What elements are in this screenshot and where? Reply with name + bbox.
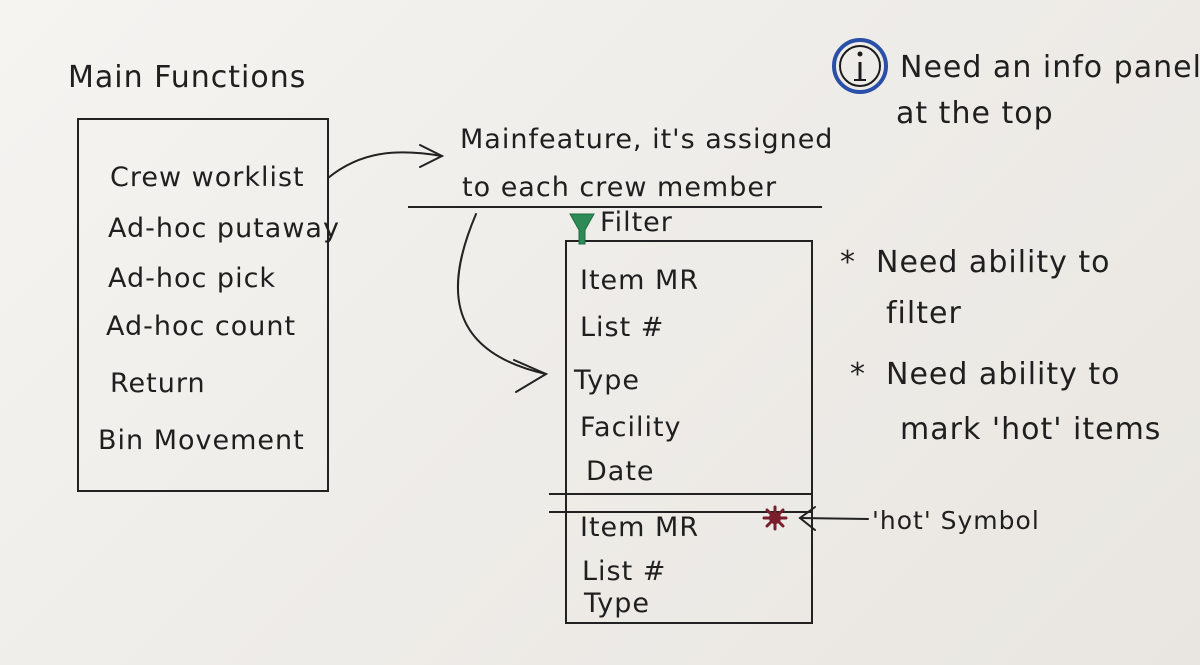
requirement-2-line1: Need ability to	[886, 357, 1121, 392]
hot-symbol-note: 'hot' Symbol	[872, 506, 1040, 535]
menu-item-return[interactable]: Return	[110, 368, 206, 399]
requirement-1-line1: Need ability to	[876, 245, 1111, 280]
result-field-type[interactable]: Type	[584, 588, 651, 619]
menu-item-crew-worklist[interactable]: Crew worklist	[110, 162, 305, 193]
result-field-list-number[interactable]: List #	[582, 556, 667, 587]
crew-worklist-arrow	[327, 144, 445, 179]
worklist-divider-top	[549, 493, 811, 495]
info-icon[interactable]	[832, 38, 888, 94]
menu-item-adhoc-putaway[interactable]: Ad-hoc putaway	[108, 213, 340, 244]
requirement-2-marker: *	[850, 357, 866, 392]
main-functions-panel	[77, 118, 329, 492]
filter-field-item-mr[interactable]: Item MR	[580, 265, 700, 296]
requirement-1-marker: *	[840, 245, 856, 280]
main-feature-note-line2: to each crew member	[462, 172, 778, 203]
worklist-panel	[565, 240, 813, 624]
requirement-2-line2: mark 'hot' items	[900, 412, 1162, 447]
main-feature-underline	[408, 206, 822, 208]
main-feature-note-line1: Mainfeature, it's assigned	[460, 124, 834, 155]
funnel-icon[interactable]	[569, 213, 595, 245]
filter-field-facility[interactable]: Facility	[580, 412, 682, 443]
filter-field-list-number[interactable]: List #	[580, 312, 665, 343]
feature-to-worklist-arrow	[456, 213, 549, 393]
worklist-divider-bottom	[549, 511, 811, 513]
info-note-line1: Need an info panel	[900, 50, 1200, 85]
filter-label: Filter	[600, 207, 673, 238]
filter-field-type[interactable]: Type	[574, 365, 641, 396]
info-note-line2: at the top	[896, 96, 1054, 131]
menu-item-bin-movement[interactable]: Bin Movement	[98, 425, 305, 456]
result-field-item-mr[interactable]: Item MR	[580, 512, 700, 543]
hot-symbol-icon[interactable]	[762, 505, 788, 531]
menu-item-adhoc-pick[interactable]: Ad-hoc pick	[108, 263, 277, 294]
filter-field-date[interactable]: Date	[586, 456, 655, 487]
hot-symbol-arrow	[798, 506, 869, 531]
menu-item-adhoc-count[interactable]: Ad-hoc count	[106, 311, 297, 342]
main-functions-title: Main Functions	[68, 60, 307, 95]
requirement-1-line2: filter	[886, 296, 962, 331]
